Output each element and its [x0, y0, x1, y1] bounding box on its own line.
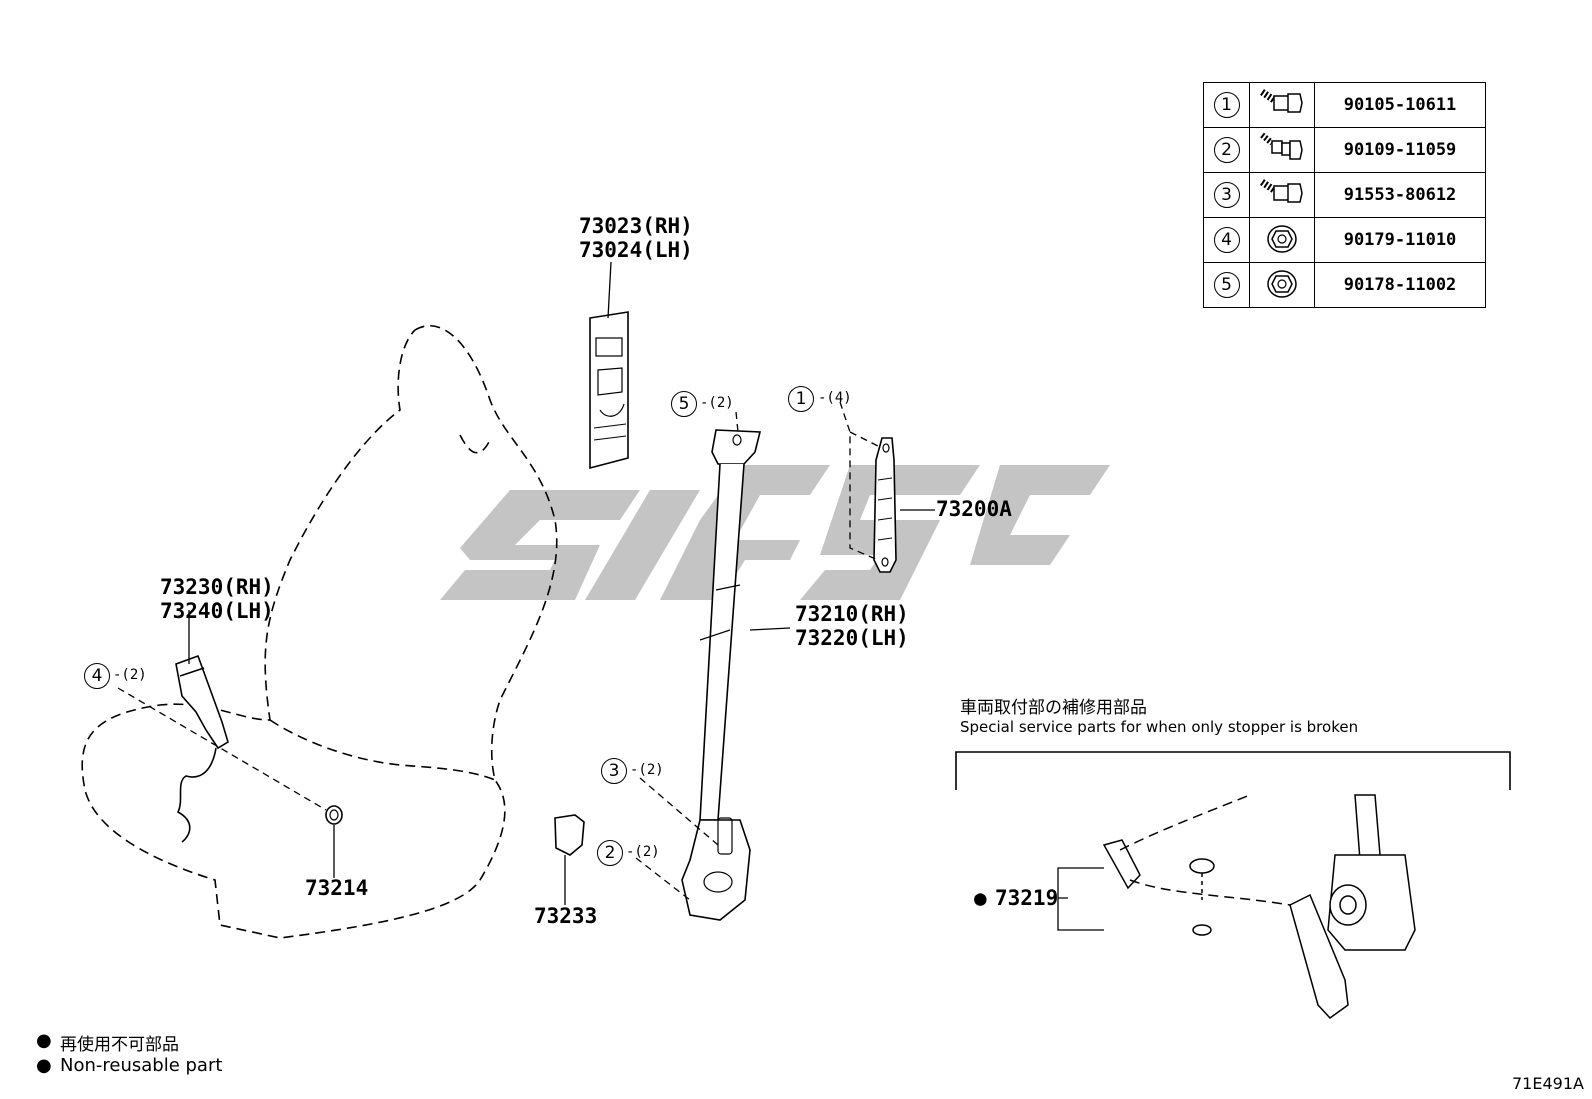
stepped-bolt-icon: [1260, 132, 1303, 160]
grommet-label: 73214: [305, 876, 369, 900]
table-row: 3 91553-80612: [1203, 172, 1486, 218]
fastener-callout-qty: -(4): [818, 390, 852, 406]
part-number: 90179-11010: [1314, 217, 1486, 263]
cover-lh-label: 73024(LH): [579, 238, 693, 262]
fastener-callout-qty: -(2): [700, 395, 734, 411]
fastener-table: 1 90105-10611 2 90109-11059 3 91553-8061…: [1203, 82, 1486, 308]
belt-rh-label: 73210(RH): [795, 602, 909, 626]
part-number: 90109-11059: [1314, 127, 1486, 173]
watermark-logo: [440, 465, 1110, 600]
figure-id: 71E491A: [1512, 1074, 1584, 1093]
table-row: 5 90178-11002: [1203, 262, 1486, 308]
legend-marker: ●: [36, 1055, 52, 1076]
fastener-key: 2: [1213, 137, 1240, 163]
fastener-callout-qty: -(2): [113, 667, 147, 683]
flange-nut-icon: [1267, 225, 1297, 253]
upper-cover-part: [589, 311, 629, 470]
fastener-callout-qty: -(2): [630, 762, 664, 778]
legend-en: Non-reusable part: [60, 1055, 223, 1076]
inset-title-en: Special service parts for when only stop…: [960, 718, 1359, 736]
table-row: 1 90105-10611: [1203, 82, 1486, 128]
fastener-callout-ring: 2: [597, 840, 623, 866]
fastener-key: 5: [1213, 272, 1240, 298]
grommet-part: [325, 805, 343, 825]
legend-jp: 再使用不可部品: [60, 1035, 179, 1055]
lower-cover-label: 73233: [534, 904, 598, 928]
cover-rh-label: 73023(RH): [579, 214, 693, 238]
flange-bolt-icon: [1260, 179, 1303, 203]
part-number: 90178-11002: [1314, 262, 1486, 308]
buckle-lh-label: 73240(LH): [160, 599, 274, 623]
fastener-key: 3: [1213, 182, 1240, 208]
fastener-callout-ring: 3: [601, 758, 627, 784]
dashed-leaders: [117, 401, 879, 901]
anchor-rail-part: [873, 437, 897, 573]
part-number: 91553-80612: [1314, 172, 1486, 218]
inset-illustration: [1102, 794, 1416, 1019]
belt-lh-label: 73220(LH): [795, 626, 909, 650]
part-number: 90105-10611: [1314, 82, 1486, 128]
fastener-callout-ring: 1: [788, 386, 814, 412]
fastener-callout-ring: 4: [84, 663, 110, 689]
stopper-label: 73219: [995, 886, 1059, 910]
legend-marker: ●: [36, 1030, 52, 1051]
table-row: 4 90179-11010: [1203, 217, 1486, 263]
fastener-key: 4: [1213, 227, 1240, 253]
fastener-callout-ring: 5: [671, 391, 697, 417]
lower-cover-part: [554, 814, 585, 856]
seat-outline: [81, 325, 558, 939]
stopper-marker: ●: [974, 886, 987, 910]
fastener-callout-qty: -(2): [626, 844, 660, 860]
seat-belt-assembly: [681, 429, 762, 921]
flange-nut-icon: [1267, 270, 1297, 298]
table-row: 2 90109-11059: [1203, 127, 1486, 173]
flange-bolt-icon: [1260, 89, 1303, 113]
leader-lines: [188, 261, 1104, 931]
buckle-rh-label: 73230(RH): [160, 575, 274, 599]
anchor-rail-label: 73200A: [936, 497, 1012, 521]
inset-frame: [955, 751, 1511, 790]
inset-title-jp: 車両取付部の補修用部品: [960, 698, 1147, 718]
fastener-key: 1: [1213, 92, 1240, 118]
buckle-assembly: [175, 654, 229, 843]
